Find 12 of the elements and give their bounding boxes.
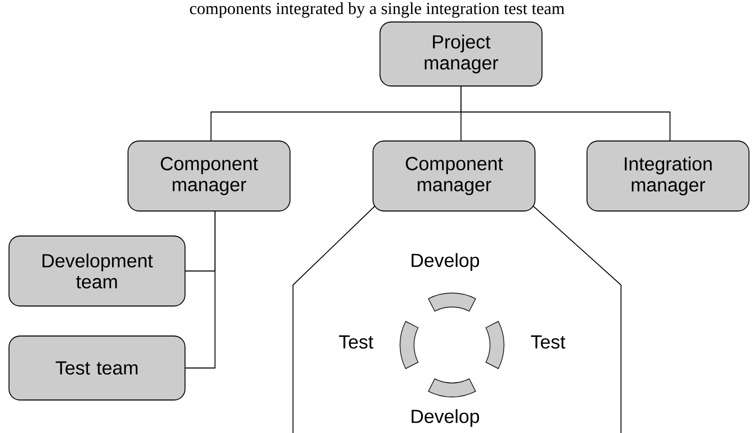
role-box: Component manager (128, 140, 290, 212)
phase-label: Test (339, 335, 374, 349)
phase-label: Develop (412, 253, 480, 271)
role-box: Project manager (380, 22, 542, 86)
phase-label: Develop (412, 409, 480, 427)
role-box: Integration manager (586, 140, 750, 212)
phase-label: Test (531, 335, 566, 349)
role-box: Test team (8, 336, 186, 400)
connector-line (185, 211, 216, 368)
role-box: Development team (8, 236, 186, 306)
role-box: Component manager (372, 140, 536, 212)
connector-line (460, 86, 670, 141)
